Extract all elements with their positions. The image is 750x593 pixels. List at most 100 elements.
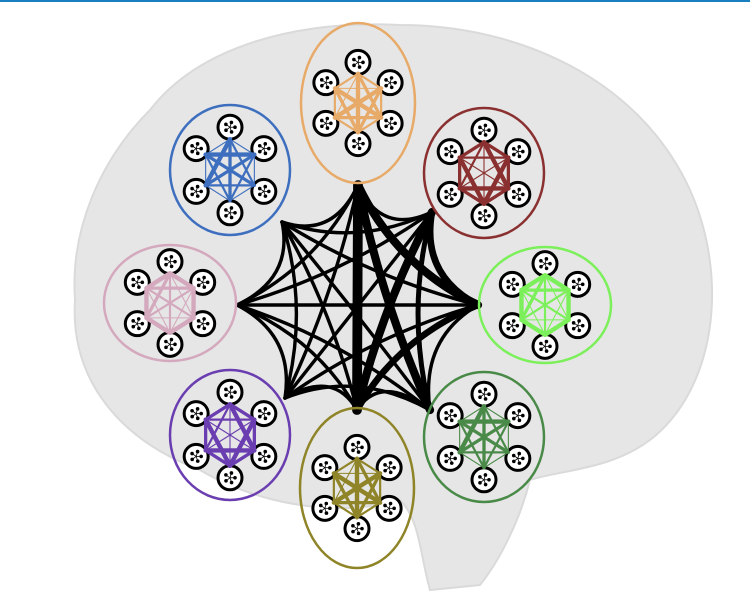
brain-region-node bbox=[436, 444, 464, 472]
subnode-link bbox=[511, 325, 515, 331]
subnode-link bbox=[191, 191, 197, 195]
subnode-link bbox=[445, 194, 451, 198]
subnode-link bbox=[357, 138, 360, 144]
subnode-link bbox=[517, 410, 520, 416]
intra-cluster-edge bbox=[457, 140, 486, 160]
subnode-link bbox=[198, 323, 203, 327]
brain-region-node bbox=[375, 494, 403, 522]
subnode-link bbox=[325, 118, 328, 124]
subnode-link bbox=[445, 191, 451, 195]
subnode-link bbox=[352, 528, 358, 532]
intra-cluster-edge bbox=[519, 317, 548, 337]
subnode-link bbox=[229, 392, 232, 398]
subnode-link bbox=[449, 194, 453, 200]
subnode-link bbox=[165, 344, 171, 348]
accent-bar bbox=[0, 0, 750, 2]
subnode-link bbox=[324, 462, 327, 468]
intra-cluster-edge bbox=[355, 501, 382, 519]
cluster-boundary bbox=[422, 106, 546, 240]
cluster-boundary bbox=[298, 406, 416, 570]
subnode-link bbox=[198, 279, 203, 283]
subnode-link bbox=[352, 447, 358, 451]
subnode-link bbox=[508, 284, 513, 288]
intra-cluster-edge bbox=[205, 184, 231, 202]
brain-region-node bbox=[504, 444, 532, 472]
subnode-link bbox=[483, 479, 486, 485]
brain-region-node bbox=[216, 464, 244, 492]
brain-region-node bbox=[436, 138, 464, 166]
cluster-boundary bbox=[168, 368, 292, 502]
subnode-dot bbox=[229, 395, 234, 399]
subnode-link bbox=[225, 391, 231, 396]
subnode-link bbox=[544, 258, 547, 264]
subnode-link bbox=[544, 341, 547, 347]
subnode-dot bbox=[263, 407, 268, 411]
subnode-dot bbox=[389, 116, 394, 121]
brain-region-node bbox=[312, 69, 340, 97]
subnode-link bbox=[191, 453, 197, 457]
subnode-dot bbox=[195, 459, 200, 463]
subnode-link bbox=[479, 393, 485, 398]
brain-region-node bbox=[123, 310, 151, 338]
subnode-dot bbox=[449, 418, 454, 423]
brain-region-node bbox=[375, 454, 403, 482]
subnode-link bbox=[356, 528, 359, 534]
intra-cluster-edge bbox=[204, 153, 232, 202]
subnode-link bbox=[353, 140, 359, 144]
subnode-link bbox=[325, 82, 328, 88]
inter-cluster-edge bbox=[352, 207, 437, 415]
subnode-link bbox=[321, 79, 327, 84]
brain-region-node bbox=[216, 199, 244, 227]
subnode-link bbox=[169, 339, 172, 345]
subnode-link bbox=[202, 277, 205, 283]
intra-cluster-edge bbox=[457, 186, 486, 206]
subnode-link bbox=[169, 256, 172, 262]
subnode-link bbox=[517, 415, 520, 421]
inter-cluster-edge bbox=[426, 303, 480, 412]
subnode-dot bbox=[388, 470, 393, 475]
subnode-dot bbox=[449, 197, 454, 201]
subnode-link bbox=[577, 284, 580, 290]
subnode-dot bbox=[483, 397, 488, 401]
subnode-link bbox=[513, 151, 519, 155]
subnode-link bbox=[540, 346, 546, 350]
subnode-link bbox=[263, 186, 266, 192]
subnode-link bbox=[132, 279, 138, 283]
brain-region-node bbox=[250, 442, 278, 470]
subnode-link bbox=[483, 215, 486, 221]
intra-cluster-edge bbox=[332, 471, 359, 519]
subnode-link bbox=[385, 123, 391, 127]
intra-cluster-edge bbox=[229, 184, 255, 202]
subnode-link bbox=[229, 127, 232, 133]
inter-cluster-edge bbox=[283, 183, 360, 400]
subnode-link bbox=[263, 191, 266, 197]
subnode-link bbox=[384, 505, 390, 509]
brain-region-node bbox=[182, 442, 210, 470]
cluster-dark-green bbox=[422, 370, 546, 504]
brain-region-node bbox=[470, 116, 498, 144]
subnode-link bbox=[483, 474, 486, 480]
subnode-link bbox=[198, 282, 203, 286]
subnode-link bbox=[165, 341, 171, 345]
subnode-link bbox=[136, 277, 140, 283]
subnode-link bbox=[449, 410, 452, 416]
brain-region-node bbox=[470, 466, 498, 494]
subnode-link bbox=[445, 148, 451, 152]
subnode-link bbox=[513, 191, 519, 195]
subnode-link bbox=[229, 472, 232, 478]
brain-region-node bbox=[311, 454, 339, 482]
brain-region-node bbox=[376, 69, 404, 97]
subnode-link bbox=[132, 320, 138, 325]
intra-cluster-edge bbox=[542, 317, 571, 337]
intra-cluster-edge bbox=[356, 72, 383, 90]
intra-cluster-edge bbox=[331, 471, 383, 505]
subnode-link bbox=[513, 148, 519, 152]
subnode-link bbox=[513, 415, 519, 419]
subnode-link bbox=[513, 412, 519, 416]
brain-region-node bbox=[343, 433, 371, 461]
subnode-dot bbox=[393, 80, 397, 85]
subnode-link bbox=[352, 525, 358, 529]
intra-cluster-edge bbox=[167, 315, 196, 335]
subnode-link bbox=[202, 282, 205, 288]
subnode-link bbox=[263, 408, 266, 414]
